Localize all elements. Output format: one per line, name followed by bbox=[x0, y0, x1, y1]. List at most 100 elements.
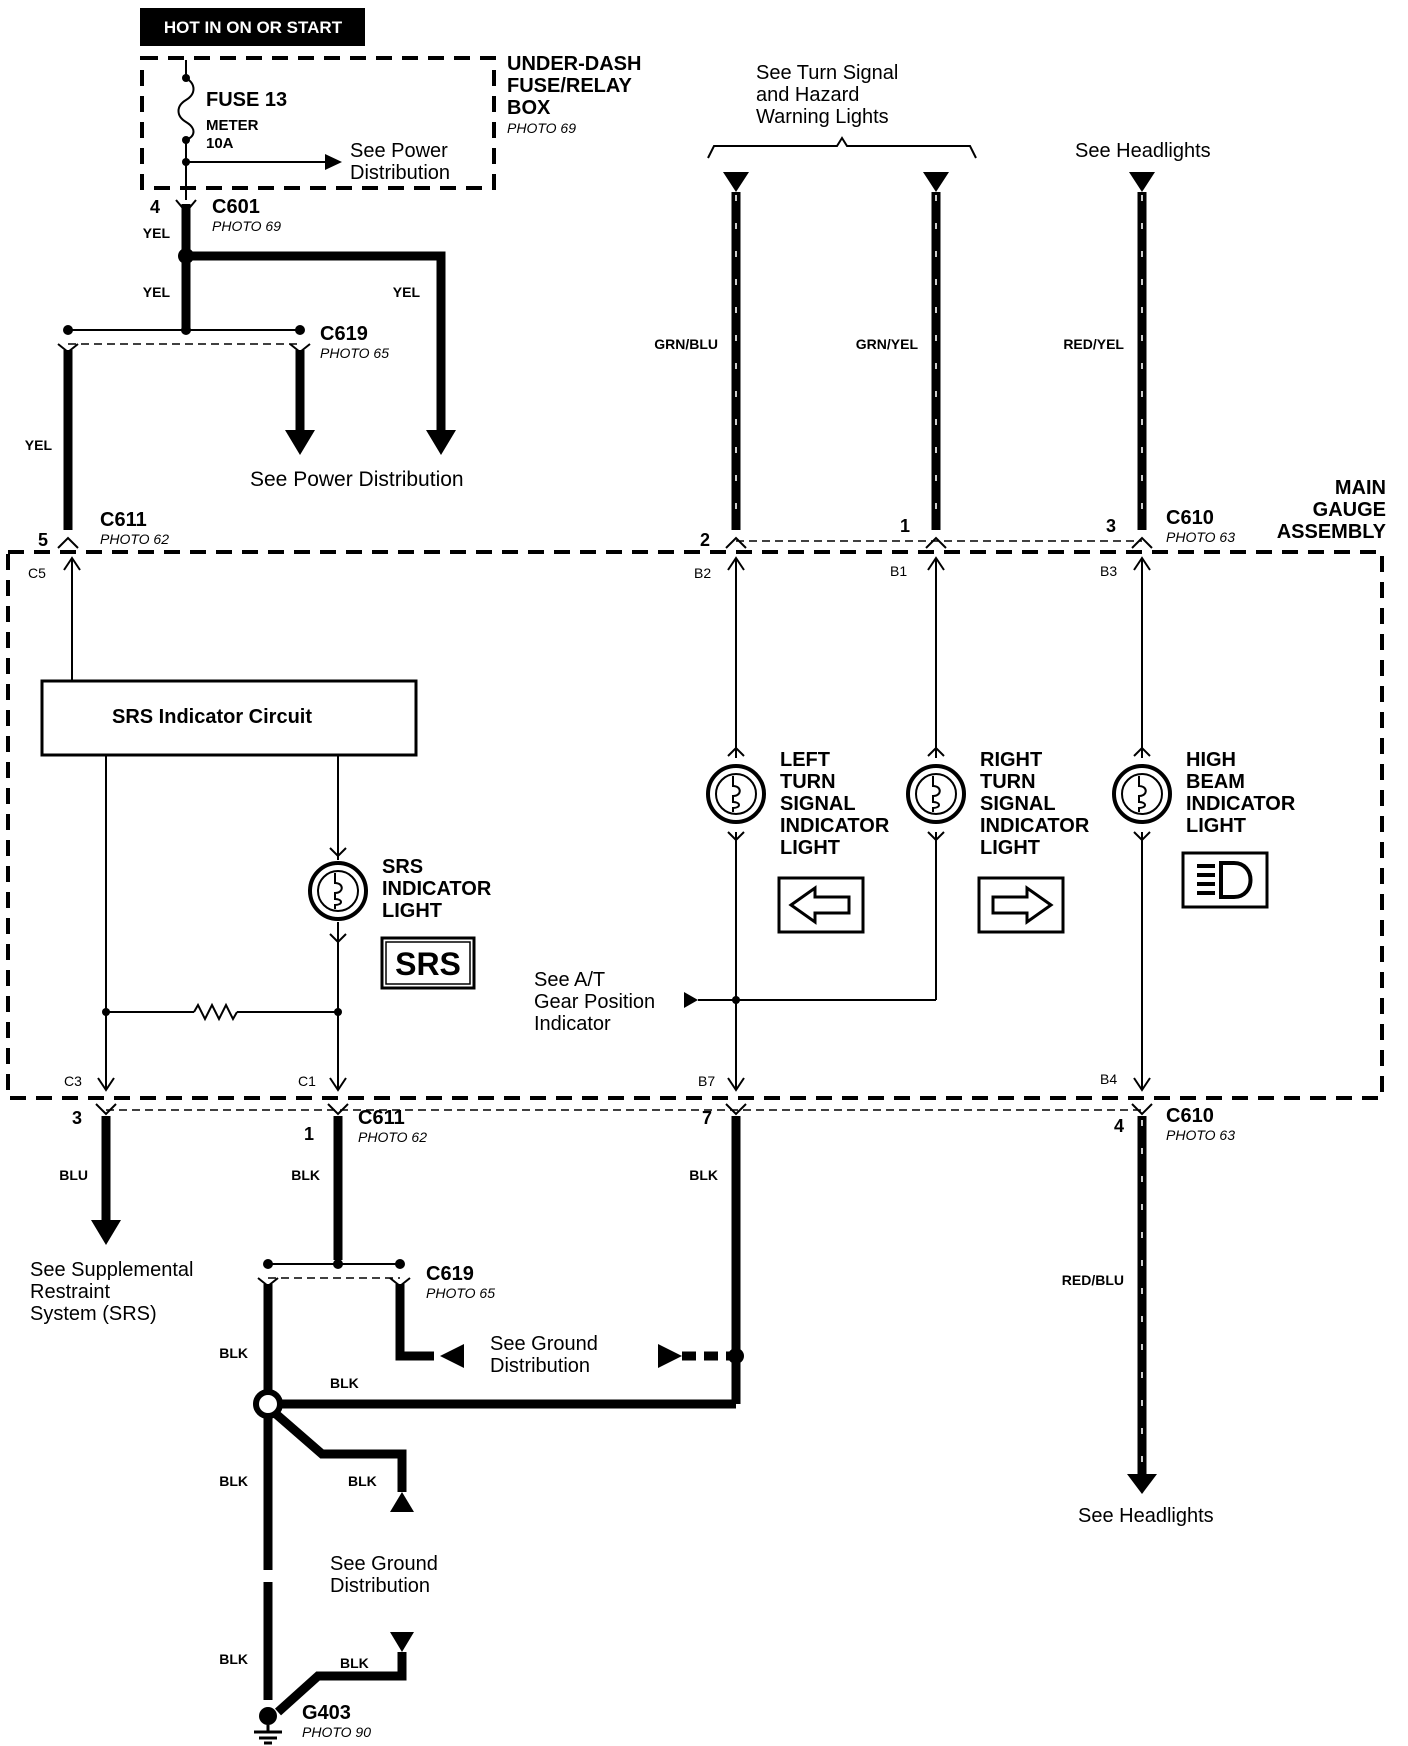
srs-light-label-3: LIGHT bbox=[382, 900, 442, 922]
wire-yel-1: YEL bbox=[143, 225, 171, 241]
wire-grn-yel-label: GRN/YEL bbox=[856, 336, 919, 352]
term-b2: B2 bbox=[694, 565, 711, 581]
ground-ref-1-line1: See Ground bbox=[490, 1333, 598, 1355]
turn-signal-brace bbox=[707, 136, 977, 159]
c610-top-pin-1: 1 bbox=[900, 516, 910, 536]
wire-yel-2: YEL bbox=[393, 284, 421, 300]
left-turn-bulb-icon bbox=[706, 764, 766, 824]
c610-top-photo: PHOTO 63 bbox=[1166, 529, 1235, 545]
fuse-box-name-2: FUSE/RELAY bbox=[507, 75, 633, 97]
srs-ref-3: System (SRS) bbox=[30, 1303, 157, 1325]
wire-grn-blu bbox=[723, 172, 749, 530]
high-beam-bulb-icon bbox=[1112, 764, 1172, 824]
left-arrow-icon bbox=[777, 876, 865, 934]
srs-ref-2: Restraint bbox=[30, 1281, 110, 1303]
srs-badge-box bbox=[380, 936, 476, 990]
high-beam-label-1: HIGH bbox=[1186, 749, 1236, 771]
c611-top-pin: 5 bbox=[38, 530, 48, 550]
srs-circuit-label: SRS Indicator Circuit bbox=[112, 706, 312, 728]
term-b1: B1 bbox=[890, 563, 907, 579]
headlights-ref-bottom: See Headlights bbox=[1078, 1505, 1214, 1527]
ground-ref-2-line2: Distribution bbox=[330, 1575, 430, 1597]
fuse-box-name-1: UNDER-DASH bbox=[507, 53, 641, 75]
wire-grn-blu-label: GRN/BLU bbox=[654, 336, 718, 352]
term-b3: B3 bbox=[1100, 563, 1117, 579]
arrow-down-icon bbox=[426, 430, 456, 455]
wire-blk-1: BLK bbox=[291, 1167, 320, 1183]
c610-bot-pin: 4 bbox=[1114, 1116, 1124, 1136]
c611-top-photo: PHOTO 62 bbox=[100, 531, 169, 547]
hot-label-box bbox=[140, 8, 365, 46]
left-turn-label-5: LIGHT bbox=[780, 837, 840, 859]
ground-arrow-icon bbox=[658, 1344, 682, 1368]
arrow-right-icon bbox=[684, 992, 698, 1008]
c601-pin: 4 bbox=[150, 197, 160, 217]
at-ref-3: Indicator bbox=[534, 1013, 611, 1035]
srs-indicator-circuit-box bbox=[40, 679, 418, 757]
srs-bulb-icon bbox=[308, 861, 368, 921]
fuse-relay-box-outline bbox=[140, 56, 496, 190]
fuse-box-name-3: BOX bbox=[507, 97, 551, 119]
right-turn-label-1: RIGHT bbox=[980, 749, 1042, 771]
c611-bot-pin-3: 3 bbox=[72, 1108, 82, 1128]
wire-blk-3: BLK bbox=[219, 1345, 248, 1361]
srs-light-label-1: SRS bbox=[382, 856, 423, 878]
arrow-down-icon bbox=[1127, 1474, 1157, 1494]
splice-point bbox=[253, 1389, 283, 1419]
turn-signal-ref-1: See Turn Signal bbox=[756, 62, 898, 84]
term-b7: B7 bbox=[698, 1073, 715, 1089]
c611-bot-name: C611 bbox=[358, 1107, 405, 1129]
c611-bot-pin-7: 7 bbox=[702, 1108, 712, 1128]
gauge-name-1: MAIN bbox=[1335, 477, 1386, 499]
left-turn-label-4: INDICATOR bbox=[780, 815, 890, 837]
ground-symbol-icon bbox=[390, 1492, 414, 1512]
fuse-power-dist-1: See Power bbox=[350, 140, 448, 162]
high-beam-label-2: BEAM bbox=[1186, 771, 1245, 793]
gauge-name-2: GAUGE bbox=[1313, 499, 1386, 521]
ground-ref-2-line1: See Ground bbox=[330, 1553, 438, 1575]
fuse-circuit: METER bbox=[206, 117, 259, 134]
wire-blu-label: BLU bbox=[59, 1167, 88, 1183]
high-beam-icon bbox=[1181, 851, 1269, 909]
g403-photo: PHOTO 90 bbox=[302, 1724, 371, 1740]
c619-top-photo: PHOTO 65 bbox=[320, 345, 389, 361]
hot-label: HOT IN ON OR START bbox=[164, 18, 343, 37]
wire-blk-4: BLK bbox=[330, 1375, 359, 1391]
wire-blk-2: BLK bbox=[689, 1167, 718, 1183]
wire-blk-6: BLK bbox=[219, 1473, 248, 1489]
ground-ref-1-line2: Distribution bbox=[490, 1355, 590, 1377]
ground-arrow-icon bbox=[440, 1344, 464, 1368]
wire-yel-3: YEL bbox=[143, 284, 171, 300]
c611-bot-photo: PHOTO 62 bbox=[358, 1129, 427, 1145]
c619-top-name: C619 bbox=[320, 323, 368, 345]
c611-top-name: C611 bbox=[100, 509, 147, 531]
fuse-power-dist-2: Distribution bbox=[350, 162, 450, 184]
right-turn-label-2: TURN bbox=[980, 771, 1036, 793]
turn-signal-ref-3: Warning Lights bbox=[756, 106, 889, 128]
right-turn-label-3: SIGNAL bbox=[980, 793, 1056, 815]
wire-red-yel bbox=[1129, 172, 1155, 530]
left-turn-label-3: SIGNAL bbox=[780, 793, 856, 815]
g403-name: G403 bbox=[302, 1702, 351, 1724]
c610-top-pin-3: 3 bbox=[1106, 516, 1116, 536]
arrow-down-icon bbox=[91, 1220, 121, 1245]
left-turn-label-2: TURN bbox=[780, 771, 836, 793]
c610-bot-photo: PHOTO 63 bbox=[1166, 1127, 1235, 1143]
right-turn-label-4: INDICATOR bbox=[980, 815, 1090, 837]
c619-bot-name: C619 bbox=[426, 1263, 474, 1285]
term-c5: C5 bbox=[28, 565, 46, 581]
right-turn-label-5: LIGHT bbox=[980, 837, 1040, 859]
chassis-ground-icon bbox=[254, 1725, 282, 1745]
wire-blk-8: BLK bbox=[340, 1655, 369, 1671]
right-turn-bulb-icon bbox=[906, 764, 966, 824]
c610-bot-name: C610 bbox=[1166, 1105, 1214, 1127]
wire-red-blu-label: RED/BLU bbox=[1062, 1272, 1124, 1288]
c610-top-name: C610 bbox=[1166, 507, 1214, 529]
term-b4: B4 bbox=[1100, 1071, 1117, 1087]
term-c3: C3 bbox=[64, 1073, 82, 1089]
fuse-rating: 10A bbox=[206, 135, 234, 152]
wire-grn-yel bbox=[923, 172, 949, 530]
srs-badge: SRS bbox=[395, 946, 461, 982]
left-turn-label-1: LEFT bbox=[780, 749, 830, 771]
